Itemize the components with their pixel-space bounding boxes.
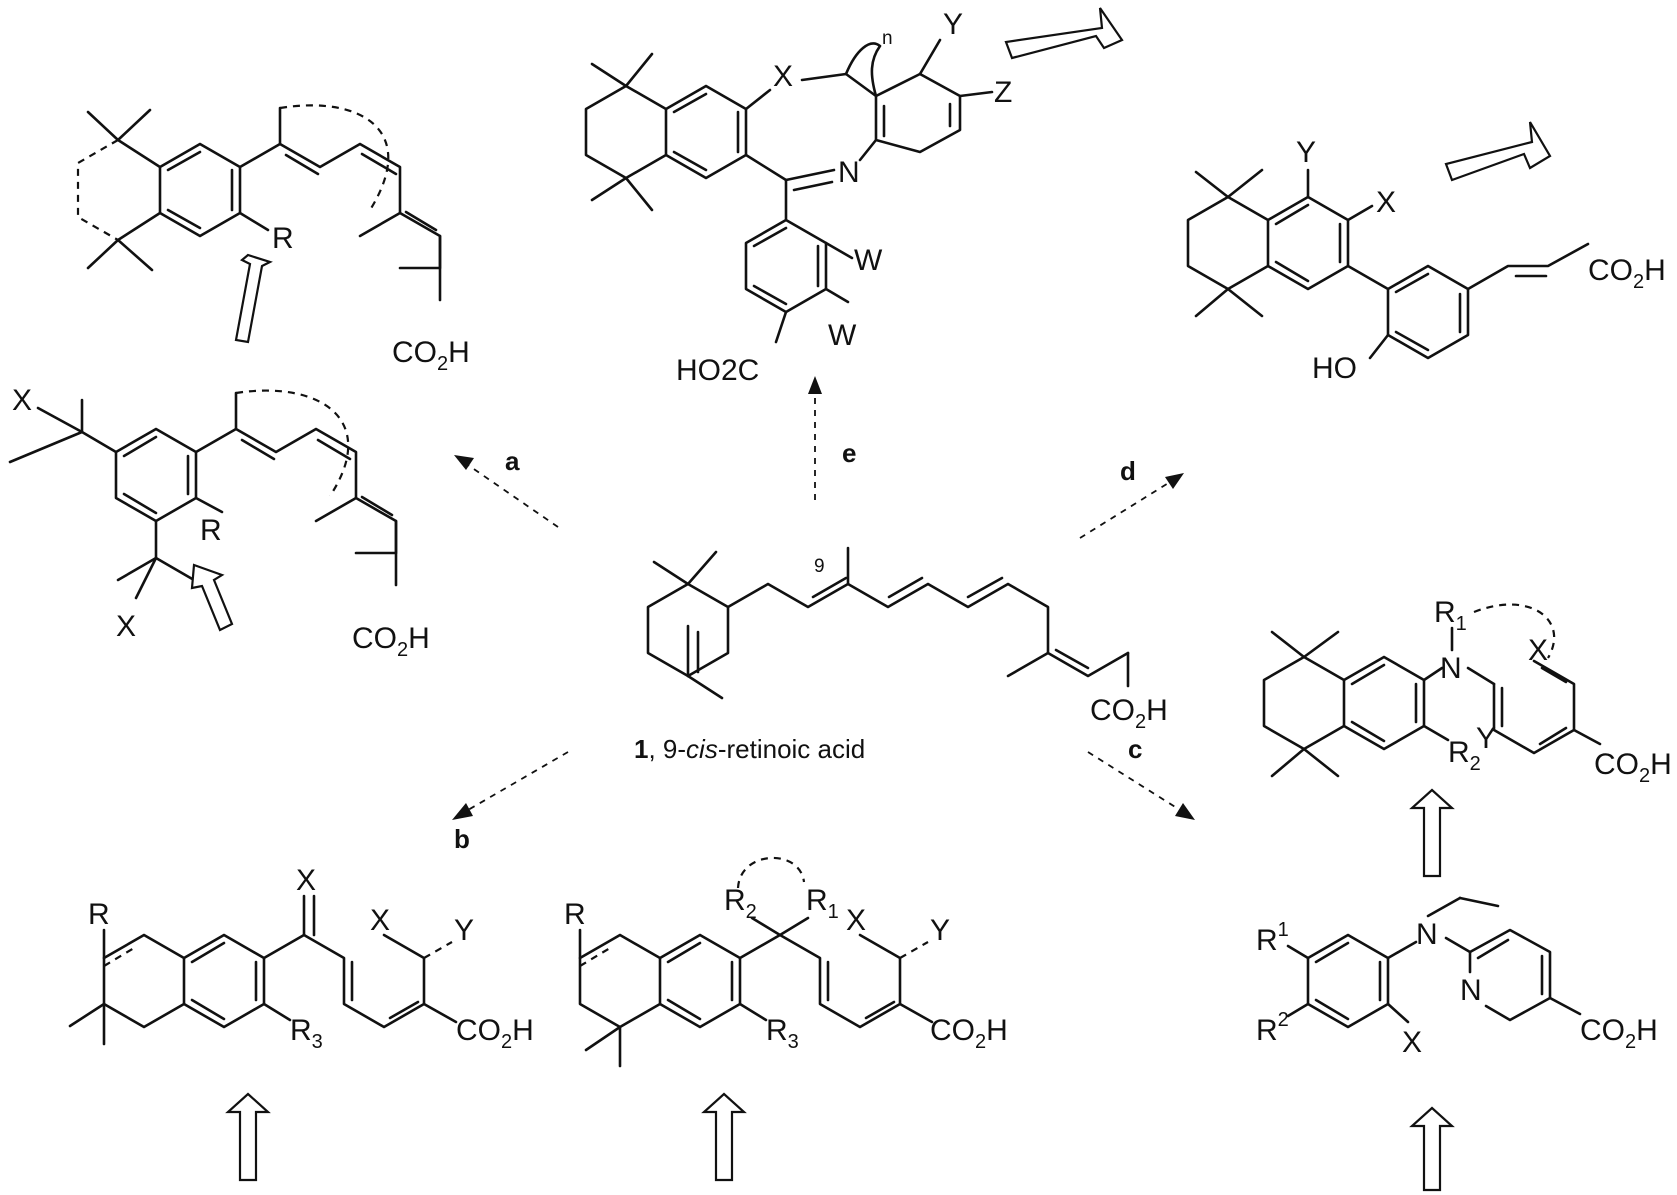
central-co2h xyxy=(1090,694,1168,733)
atom-z: Z xyxy=(994,76,1012,109)
atom-r2: R2 xyxy=(1448,736,1481,775)
atom-r1: R1 xyxy=(806,884,839,923)
atom-r1-sup: R1 xyxy=(1256,919,1289,957)
retinoic-acid-structure: 9 1, 9-cis-retinoic acid xyxy=(634,546,1168,764)
atom-ho: HO xyxy=(1312,352,1357,385)
atom-x: X xyxy=(773,60,793,93)
atom-n: N xyxy=(1416,918,1438,951)
atom-r: R xyxy=(200,514,222,547)
atom-n: N xyxy=(1460,974,1482,1007)
atom-n: N xyxy=(1440,652,1462,685)
atom-y: Y xyxy=(930,914,950,947)
atom-x: X xyxy=(116,610,136,643)
analog-c-bottom: R1 R2 X N N xyxy=(1256,896,1658,1192)
route-label-b: b xyxy=(454,824,470,854)
atom-w: W xyxy=(854,244,883,277)
analog-b-middle: R R2 R1 R3 X Y xyxy=(564,856,1008,1182)
route-label-c: c xyxy=(1128,734,1142,764)
analog-a-bottom: X X R xyxy=(8,384,430,661)
atom-ho2c: HO2C xyxy=(676,354,759,387)
atom-r3: R3 xyxy=(290,1014,323,1053)
analog-b-left: R X R3 X Y xyxy=(68,864,534,1182)
atom-r: R xyxy=(88,898,110,931)
analog-c-top: N R1 R2 X Y xyxy=(1262,596,1672,878)
atom-x: X xyxy=(296,864,316,897)
route-label-e: e xyxy=(842,438,856,468)
locant-9: 9 xyxy=(814,556,825,577)
route-label-d: d xyxy=(1120,456,1136,486)
route-arrows: a b c d e xyxy=(452,376,1195,854)
analog-d: Y X HO xyxy=(1186,121,1666,385)
atom-n-index: n xyxy=(882,28,893,49)
atom-r: R xyxy=(272,222,294,255)
atom-x: X xyxy=(12,384,32,417)
atom-y: Y xyxy=(454,914,474,947)
analog-e: X N n Y Z W W HO2C xyxy=(584,7,1124,387)
atom-x: X xyxy=(1528,634,1548,667)
atom-r2-sup: R2 xyxy=(1256,1009,1289,1047)
atom-r: R xyxy=(564,898,586,931)
atom-y: Y xyxy=(1476,722,1496,755)
analog-a-top: R xyxy=(76,104,470,375)
atom-y: Y xyxy=(1296,136,1316,169)
atom-x: X xyxy=(370,904,390,937)
atom-r3: R3 xyxy=(766,1014,799,1053)
atom-r1: R1 xyxy=(1434,596,1467,635)
atom-x: X xyxy=(1402,1026,1422,1059)
atom-r2: R2 xyxy=(724,884,757,923)
atom-x: X xyxy=(846,904,866,937)
atom-w: W xyxy=(828,319,857,352)
route-label-a: a xyxy=(505,446,520,476)
compound-caption: 1, 9-cis-retinoic acid xyxy=(634,734,865,764)
atom-n: N xyxy=(838,156,860,189)
atom-y: Y xyxy=(943,8,963,41)
atom-x: X xyxy=(1376,186,1396,219)
